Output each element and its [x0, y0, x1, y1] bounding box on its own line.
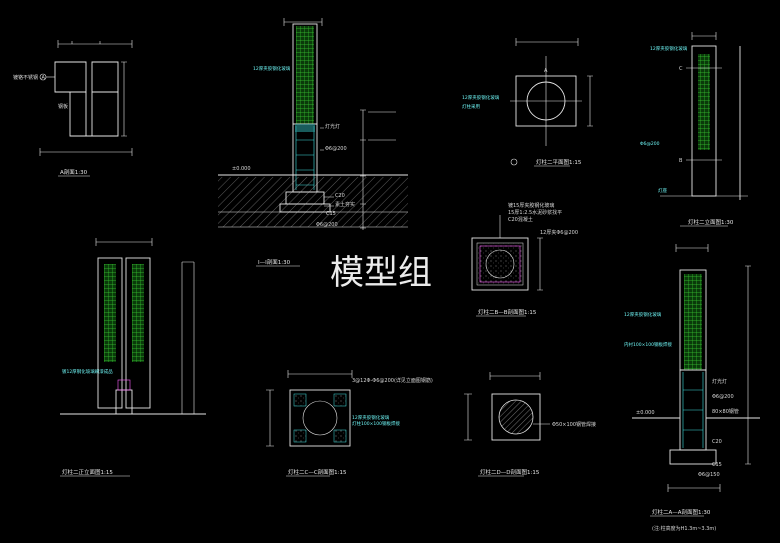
aa-label: 80×80钢管 [712, 408, 739, 415]
b-label: 12厚夹Φ6@200 [540, 229, 578, 236]
aa-label: 内衬100×100钢板焊接 [624, 341, 672, 348]
elev-marker: C [679, 66, 683, 72]
aa-label: C20 [712, 439, 722, 445]
front-elevation-view: 镀12厚钢化玻璃刷漆成品 灯柱二正立面图1:15 [60, 238, 206, 477]
cc-label: 3@12Φ-Φ6@200(详见立面图钢筋) [352, 377, 433, 384]
plan-view: A 12厚夹胶钢化玻璃 灯柱采用 灯柱二平面图1:15 [462, 38, 593, 167]
aa-label: ±0.000 [636, 410, 655, 416]
one-caption: I—I剖面1:30 [258, 258, 291, 266]
elev-label: 12厚夹胶钢化玻璃 [650, 45, 688, 52]
elev-marker: B [679, 158, 683, 164]
a-caption: A剖面1:30 [60, 168, 88, 176]
aa-caption: 灯柱二A—A剖面图1:30 [652, 508, 711, 516]
one-label: 素土夯实 [335, 201, 355, 208]
elevation-view: C B 12厚夹胶钢化玻璃 Φ6@200 灯座 灯柱二立面图1:30 [640, 32, 748, 227]
front-caption: 灯柱二正立面图1:15 [62, 468, 113, 476]
section-d-view: Φ50×100钢管焊接 灯柱二D—D剖面图1:15 [464, 372, 596, 477]
elev-caption: 灯柱二立面图1:30 [688, 218, 734, 226]
plan-caption: 灯柱二平面图1:15 [536, 158, 582, 166]
aa-label: 灯光灯 [712, 378, 727, 385]
one-label: C20 [335, 193, 345, 199]
dd-label: Φ50×100钢管焊接 [552, 421, 596, 428]
aa-label: 12厚夹胶钢化玻璃 [624, 311, 662, 318]
cc-caption: 灯柱二C—C剖面图1:15 [288, 468, 347, 476]
plan-label: 灯柱采用 [462, 103, 480, 110]
one-level: ±0.000 [232, 166, 251, 172]
aa-label: C15 [712, 462, 722, 468]
a-note: 镀铬不锈钢 [13, 74, 38, 81]
plan-label: 12厚夹胶钢化玻璃 [462, 94, 500, 101]
elev-label: 灯座 [658, 187, 667, 194]
one-label: Φ6@200 [316, 222, 338, 228]
one-label: 灯光灯 [325, 123, 340, 130]
cc-label: 灯柱100×100钢板焊接 [352, 420, 400, 427]
aa-label: Φ6@200 [712, 394, 734, 400]
front-label: 镀12厚钢化玻璃刷漆成品 [62, 368, 113, 375]
b-label: C20混凝土 [508, 216, 533, 223]
cc-label: 12厚夹胶钢化玻璃 [352, 414, 390, 421]
plan-marker: A [544, 68, 548, 74]
section-b-view: 镀15厚夹胶钢化玻璃 15厚1:2.5水泥砂浆找平 C20混凝土 12厚夹Φ6@… [471, 202, 578, 317]
a-marker: A [42, 75, 46, 81]
watermark-text: 模型组 [330, 253, 432, 293]
section-a-view: 镀铬不锈钢 A 钢板 A剖面1:30 [13, 40, 133, 177]
one-top-note: 12厚夹胶钢化玻璃 [253, 65, 291, 72]
section-one-view: ±0.000 12厚夹胶钢化玻璃 灯光灯 Φ6@200 C20 素土夯实 C15… [218, 18, 408, 267]
elev-label: Φ6@200 [640, 141, 660, 147]
aa-label: Φ6@150 [698, 472, 720, 478]
one-label: C15 [326, 211, 336, 217]
aa-note: (注:柱高度为H1.3m~3.3m) [652, 525, 716, 532]
a-note2: 钢板 [58, 103, 68, 110]
b-caption: 灯柱二B—B剖面图1:15 [478, 308, 537, 316]
b-label: 15厚1:2.5水泥砂浆找平 [508, 209, 562, 216]
dd-caption: 灯柱二D—D剖面图1:15 [480, 468, 540, 476]
b-label: 镀15厚夹胶钢化玻璃 [508, 202, 554, 209]
one-label: Φ6@200 [325, 146, 347, 152]
section-c-view: 3@12Φ-Φ6@200(详见立面图钢筋) 12厚夹胶钢化玻璃 灯柱100×10… [266, 370, 433, 477]
section-aa-view: 12厚夹胶钢化玻璃 内衬100×100钢板焊接 灯光灯 ±0.000 Φ6@20… [624, 244, 760, 532]
